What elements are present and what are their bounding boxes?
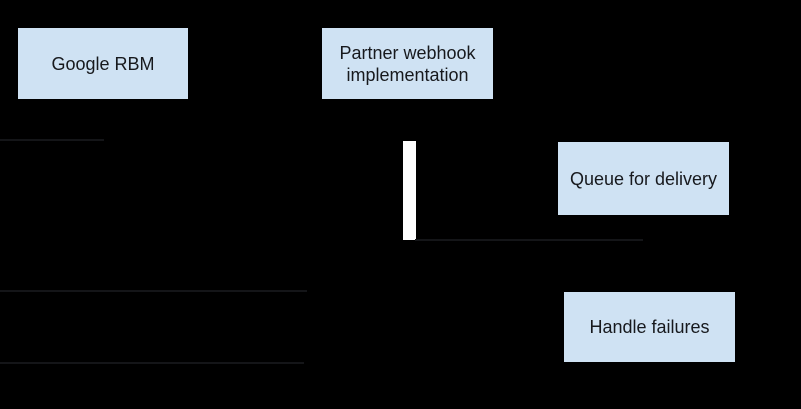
node-queue-for-delivery-label: Queue for delivery <box>569 168 718 189</box>
node-partner-webhook-implementation: Partner webhook implementation <box>322 28 493 99</box>
connector-line-mid-left <box>0 290 307 292</box>
activation-bar <box>403 141 416 240</box>
connector-line-bottom-left <box>0 362 304 364</box>
node-handle-failures-label: Handle failures <box>589 317 710 337</box>
node-google-rbm-label: Google RBM <box>51 53 155 74</box>
node-google-rbm: Google RBM <box>18 28 188 99</box>
node-handle-failures: Handle failures <box>564 292 735 362</box>
connector-line-bar-to-queue <box>415 239 643 241</box>
node-partner-webhook-implementation-label: Partner webhook implementation <box>339 42 476 85</box>
node-queue-for-delivery: Queue for delivery <box>558 142 729 215</box>
connector-line-top-left <box>0 139 104 141</box>
